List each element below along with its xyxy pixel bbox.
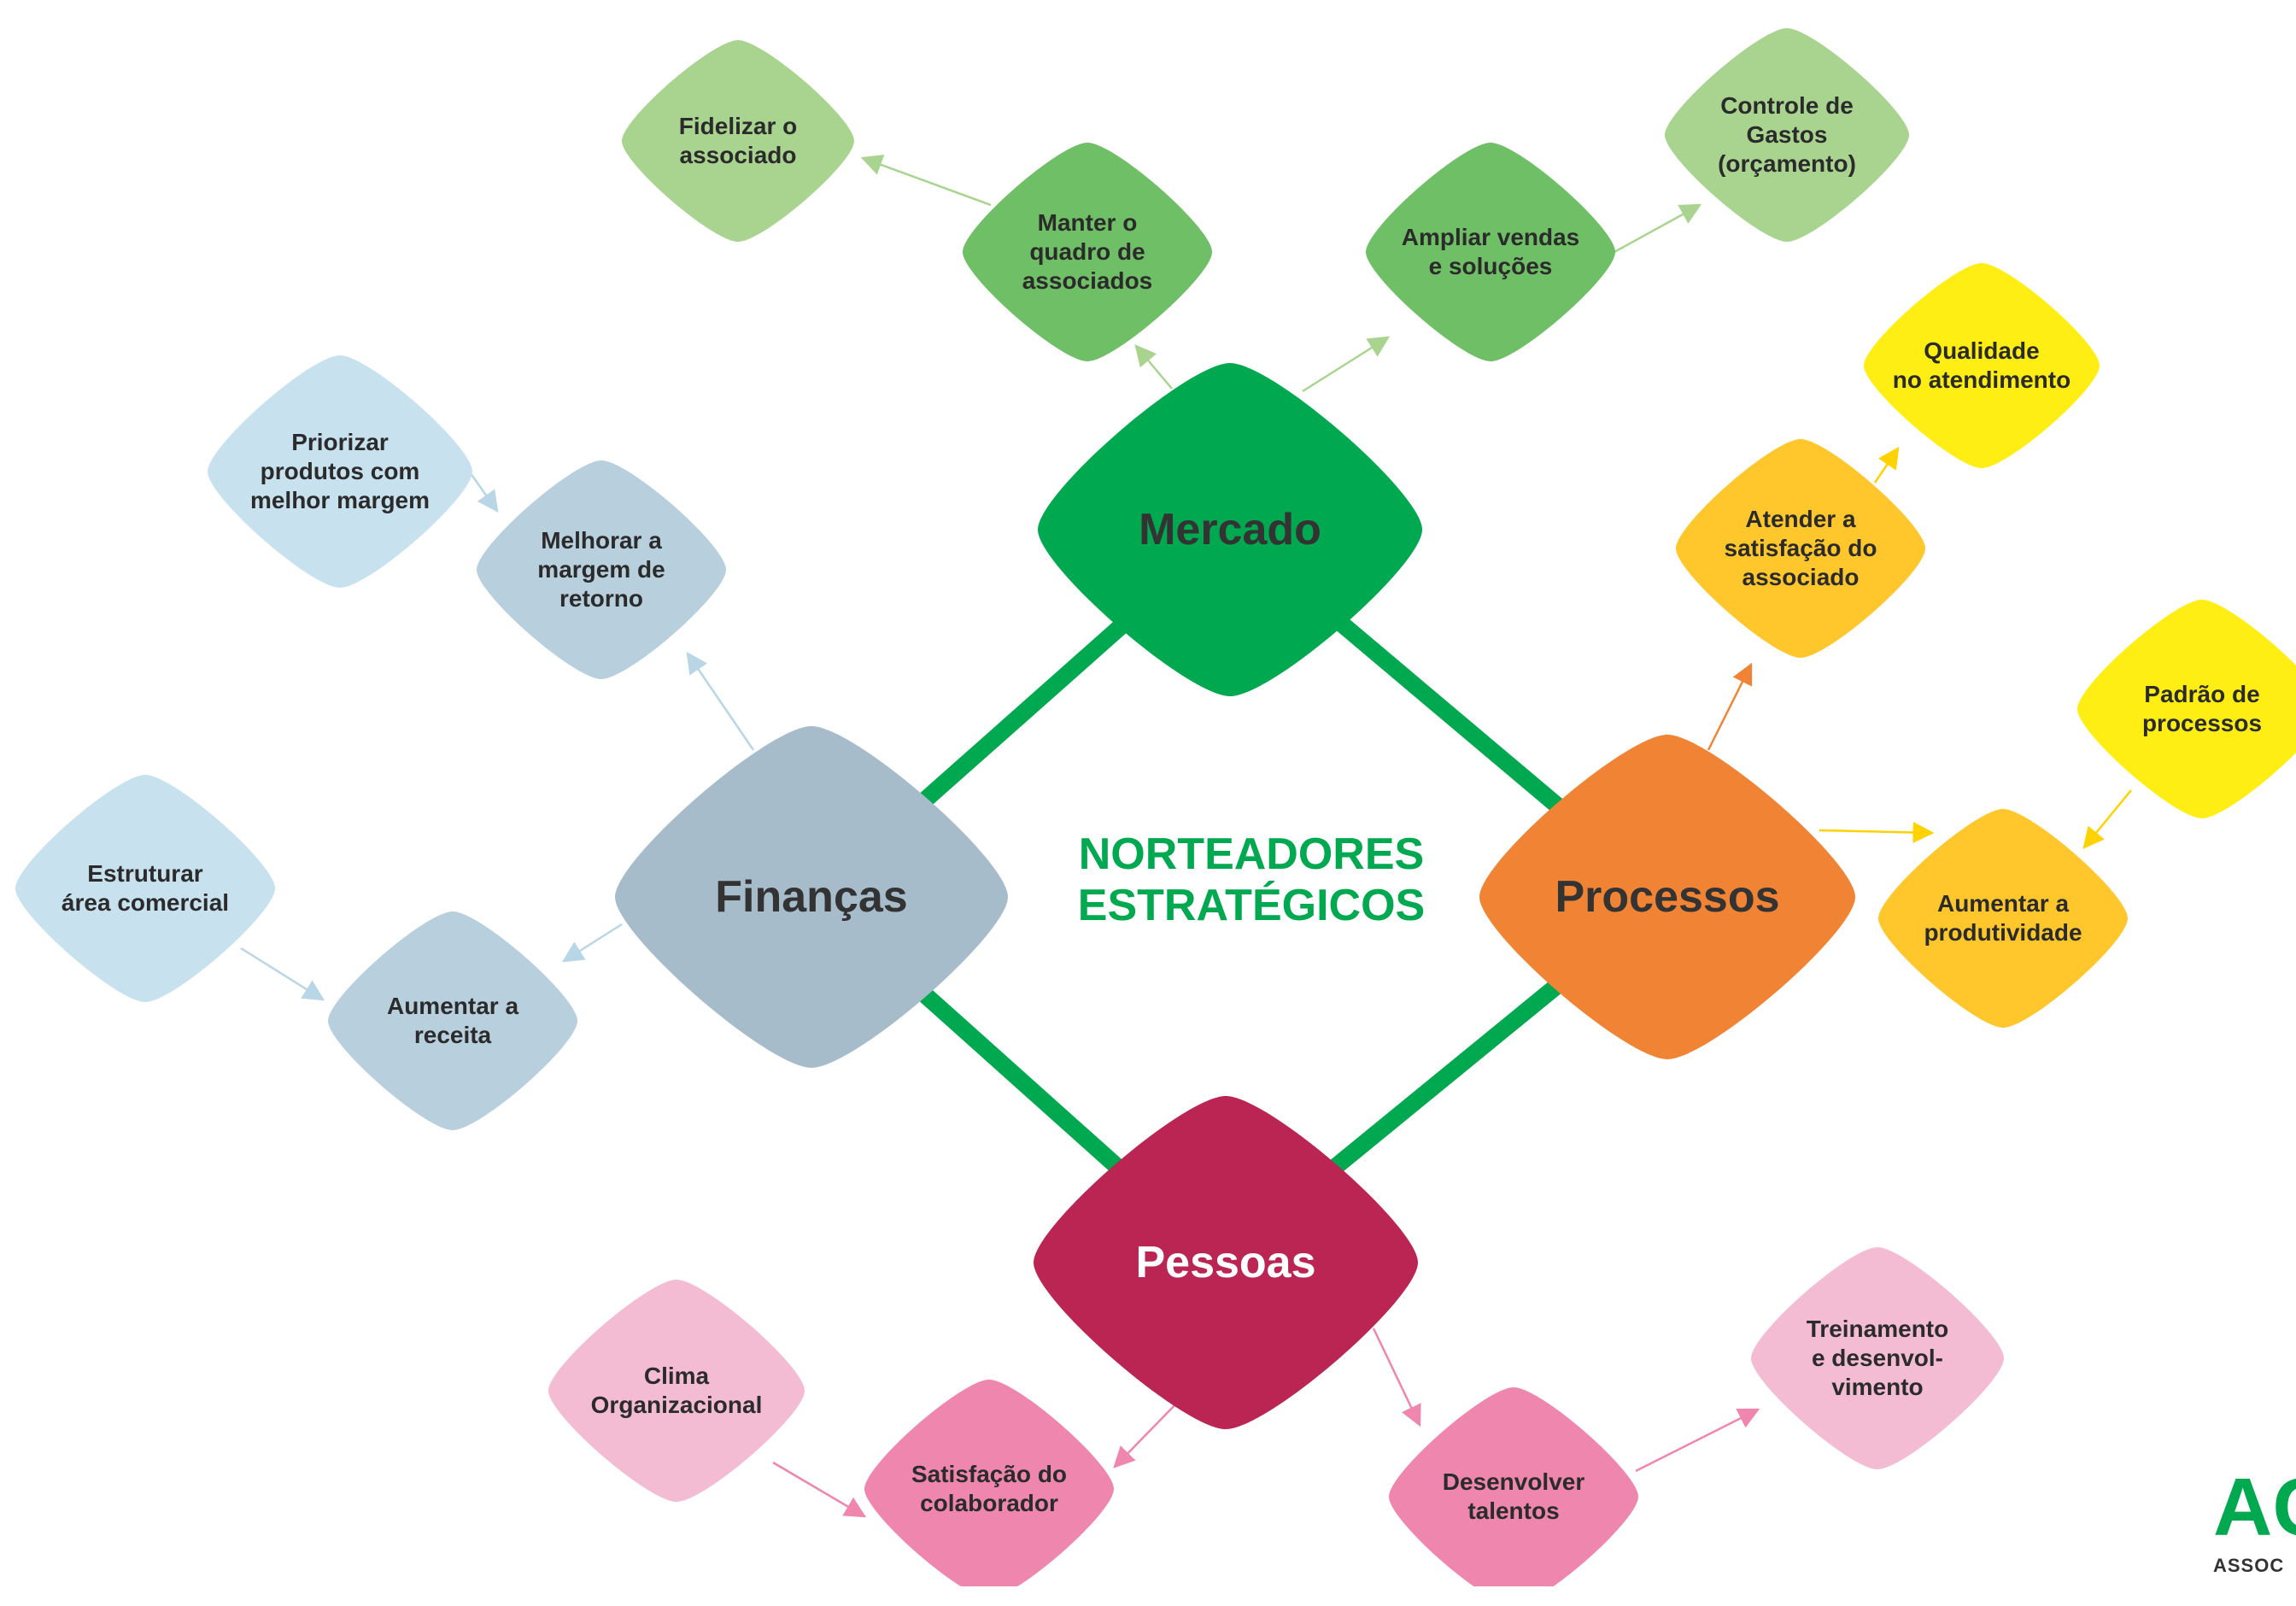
arrow-mercado-manter: [1134, 344, 1173, 390]
connectors: [240, 155, 2132, 1518]
pillar-processos-shape: [1479, 735, 1855, 1059]
node-clima-organizacional-shape: [548, 1280, 805, 1502]
arrow-financas-melhorar: [686, 651, 755, 751]
arrow-padrao-produtividade: [2082, 789, 2132, 849]
node-desenvolver-talentos-shape: [1389, 1387, 1638, 1586]
node-qualidade-atendimento-shape: [1864, 263, 2100, 468]
arrow-estruturar-receita: [240, 947, 325, 1001]
pillar-financas-shape: [615, 726, 1008, 1068]
node-melhorar-margem-shape: [477, 460, 726, 679]
node-manter-quadro-shape: [963, 143, 1212, 361]
arrow-priorizar-melhorar: [466, 469, 499, 513]
logo-mark: AC: [2213, 1462, 2296, 1553]
center-title: NORTEADORES ESTRATÉGICOS: [1077, 829, 1426, 930]
arrow-desenvolver-treinamento: [1635, 1408, 1760, 1473]
node-shapes: [15, 28, 2296, 1586]
node-padrao-processos-shape: [2077, 600, 2296, 818]
brand-logo: AC ASSOC: [2208, 1461, 2296, 1586]
arrow-pessoas-desenvolver: [1372, 1328, 1421, 1427]
arrow-processos-atender: [1707, 662, 1753, 751]
arrow-pessoas-satisfacao: [1113, 1396, 1184, 1468]
arrow-clima-satisfacao: [772, 1461, 867, 1518]
node-estruturar-area-shape: [15, 775, 275, 1002]
logo-subtitle: ASSOC: [2213, 1555, 2285, 1576]
arrow-financas-receita: [561, 923, 623, 963]
node-fidelizar-associado-shape: [622, 40, 854, 242]
arrow-ampliar-controle: [1614, 203, 1702, 254]
node-priorizar-produtos-shape: [208, 355, 472, 588]
pillar-mercado-shape: [1038, 363, 1422, 696]
node-ampliar-vendas-shape: [1366, 143, 1615, 361]
arrow-processos-produtividade: [1819, 821, 1935, 843]
node-satisfacao-colaborador-shape: [864, 1380, 1114, 1586]
arrow-mercado-ampliar: [1302, 336, 1391, 393]
node-treinamento-shape: [1751, 1247, 2004, 1469]
node-aumentar-produtividade-shape: [1878, 809, 2128, 1028]
arrow-atender-qualidade: [1873, 446, 1900, 484]
arrow-manter-fidelizar: [860, 155, 992, 207]
node-controle-gastos-shape: [1665, 28, 1909, 242]
pillar-pessoas-shape: [1034, 1096, 1418, 1429]
node-aumentar-receita-shape: [328, 911, 577, 1130]
node-atender-satisfacao-shape: [1676, 439, 1925, 658]
